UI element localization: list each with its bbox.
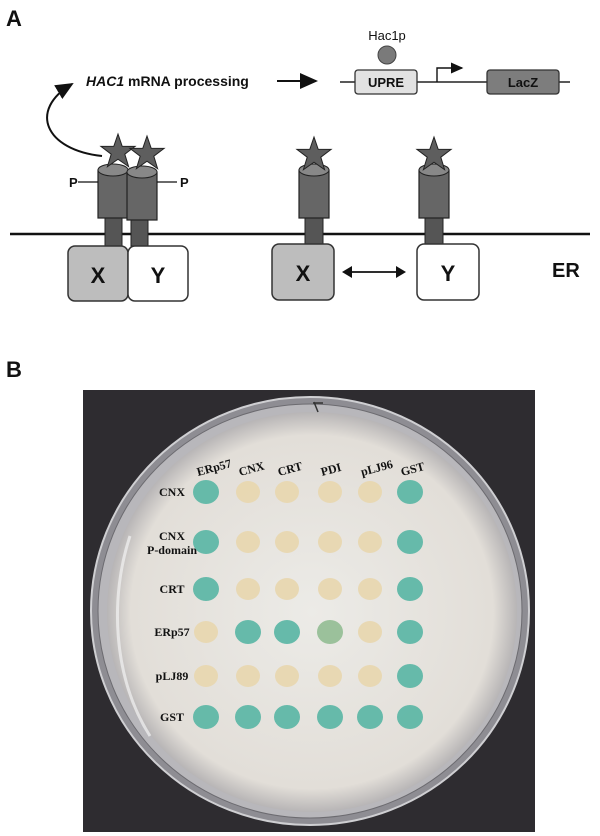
yeast-colony: [357, 705, 383, 729]
yeast-colony: [397, 530, 423, 554]
yeast-colony: [235, 620, 261, 644]
yeast-colony: [318, 531, 342, 553]
row-label: CNX: [159, 485, 185, 499]
ire1-monomer-y: [415, 135, 453, 245]
yeast-colony: [193, 705, 219, 729]
x-box-monomer: [271, 243, 335, 301]
ligand-star-icon: [128, 134, 166, 170]
hac1p-circle: [377, 45, 397, 65]
yeast-colony: [235, 705, 261, 729]
row-label: ERp57: [154, 625, 189, 639]
yeast-colony: [358, 531, 382, 553]
yeast-colony: [358, 578, 382, 600]
yeast-colony: [236, 578, 260, 600]
ligand-star-icon: [415, 135, 453, 171]
curved-feedback-arrow: [46, 82, 103, 157]
yeast-colony: [275, 665, 299, 687]
yeast-colony: [317, 705, 343, 729]
yeast-colony: [397, 480, 423, 504]
yeast-colony: [397, 620, 423, 644]
y-box-monomer: [416, 243, 480, 301]
ligand-star-icon: [99, 132, 137, 168]
er-label: ER: [552, 260, 580, 282]
row-label: GST: [160, 710, 184, 724]
yeast-colony: [397, 705, 423, 729]
y-label-monomer: Y: [441, 261, 456, 286]
yeast-colony: [236, 481, 260, 503]
panel-b-label: B: [6, 357, 22, 382]
yeast-colony: [317, 620, 343, 644]
yeast-colony: [194, 621, 218, 643]
row-label-line: CNX: [159, 529, 185, 543]
x-label-monomer: X: [296, 261, 311, 286]
column-label: CRT: [276, 459, 304, 479]
yeast-colony: [193, 577, 219, 601]
ligand-star-icon: [295, 135, 333, 171]
transcription-start-arrow: [436, 62, 464, 82]
orientation-mark: [313, 401, 323, 413]
rim-highlight: [115, 535, 152, 737]
column-label: CNX: [237, 459, 266, 479]
agar-surface: [107, 412, 517, 812]
yeast-colony: [358, 621, 382, 643]
y-label-dimer: Y: [151, 263, 166, 288]
colony-grid: [193, 480, 423, 729]
yeast-colony: [274, 705, 300, 729]
row-label: CRT: [160, 582, 185, 596]
yeast-colony: [194, 665, 218, 687]
row-label: pLJ89: [156, 669, 189, 683]
row-label-line: CNX: [159, 485, 185, 499]
yeast-colony: [358, 665, 382, 687]
phospho-label-left: P: [69, 175, 78, 190]
yeast-colony: [275, 578, 299, 600]
yeast-colony: [397, 577, 423, 601]
yeast-colony: [318, 665, 342, 687]
upr-diagram: Hac1p UPRE LacZ HAC1 mRNA processing ER …: [10, 28, 590, 302]
upre-label: UPRE: [368, 75, 404, 90]
interaction-arrowhead-right: [396, 266, 406, 278]
hac1-gene-name: HAC1: [86, 73, 124, 89]
panel-a-label: A: [6, 6, 22, 31]
y-box-dimer: [127, 245, 189, 302]
row-label-line: pLJ89: [156, 669, 189, 683]
yeast-colony: [358, 481, 382, 503]
hac1p-label: Hac1p: [368, 28, 406, 43]
row-label-line: ERp57: [154, 625, 189, 639]
row-label-line: GST: [160, 710, 184, 724]
yeast-colony: [397, 664, 423, 688]
column-label: GST: [399, 459, 426, 479]
lacz-label: LacZ: [508, 75, 538, 90]
hac1-mrna-processing-label: HAC1 mRNA processing: [86, 73, 249, 89]
yeast-colony: [318, 481, 342, 503]
row-label-line: P-domain: [147, 543, 197, 557]
mrna-processing-text: mRNA processing: [124, 73, 249, 89]
x-label-dimer: X: [91, 263, 106, 288]
yeast-colony: [275, 531, 299, 553]
yeast-colony: [318, 578, 342, 600]
ire1-monomer-x: [295, 135, 333, 245]
yeast-colony: [236, 531, 260, 553]
phospho-label-right: P: [180, 175, 189, 190]
row-label-line: CRT: [160, 582, 185, 596]
yeast-colony: [236, 665, 260, 687]
column-label: PDI: [319, 460, 343, 479]
upre-box: [354, 69, 418, 95]
lacz-box: [486, 69, 560, 95]
yeast-colony: [193, 530, 219, 554]
yeast-colony: [275, 481, 299, 503]
ire1-dimer: [78, 132, 177, 247]
yeast-colony: [193, 480, 219, 504]
interaction-arrowhead-left: [342, 266, 352, 278]
yeast-colony: [274, 620, 300, 644]
